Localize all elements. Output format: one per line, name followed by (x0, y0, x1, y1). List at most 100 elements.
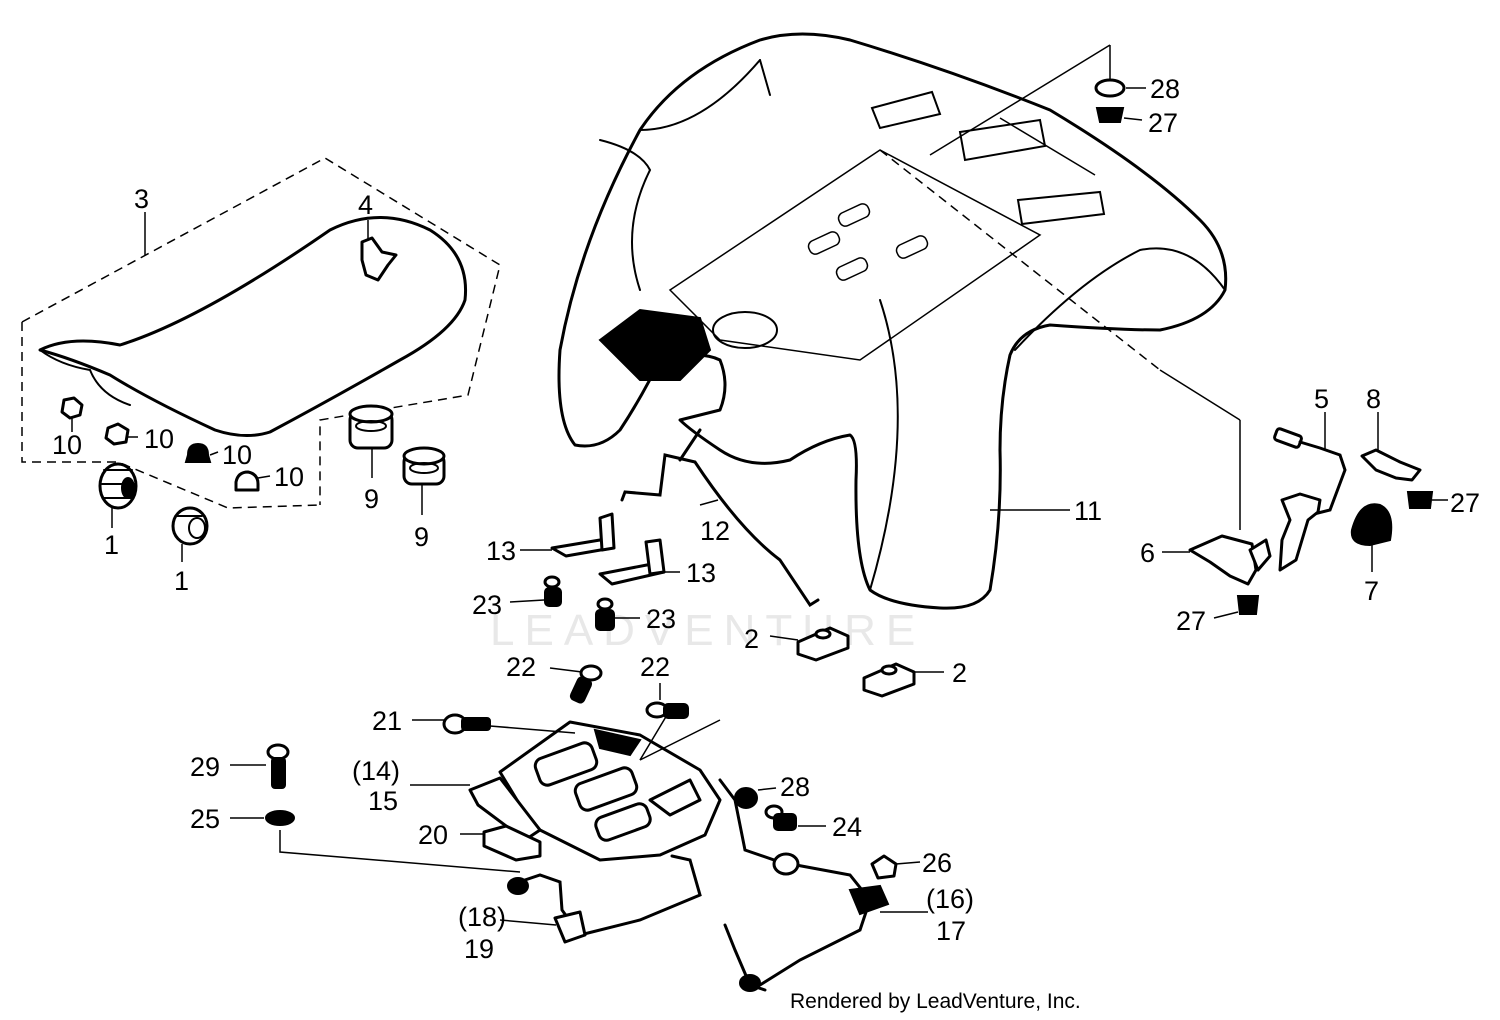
stay-19-end (507, 877, 529, 895)
callout-16: (16) (926, 884, 974, 914)
tray-slot-b (807, 231, 841, 255)
callout-28a: 28 (1150, 74, 1180, 104)
bracket-6 (1188, 534, 1258, 586)
callout-1a: 1 (104, 530, 119, 560)
bolt-22a (569, 664, 603, 704)
rear-fender-body (557, 32, 1228, 610)
callout-27a: 27 (1148, 108, 1178, 138)
cushion-9a (348, 404, 394, 450)
callout-20: 20 (418, 820, 448, 850)
washer-28b (734, 787, 758, 809)
tray-slot-c (895, 235, 929, 259)
callout-12: 12 (700, 516, 730, 546)
callout-11: 11 (1074, 496, 1102, 526)
callout-22b: 22 (640, 652, 670, 682)
callout-10b: 10 (144, 424, 174, 454)
leader-25-to-19 (279, 830, 521, 873)
leader-28b (757, 787, 777, 791)
seat-front-edge (39, 349, 131, 406)
leader-22-a (639, 719, 721, 761)
seat-cushion (38, 216, 468, 437)
leader-19 (499, 919, 557, 926)
callout-23b: 23 (646, 604, 676, 634)
fender-slot-b (958, 118, 1047, 162)
callout-2b: 2 (952, 658, 967, 688)
callout-17: 17 (936, 916, 966, 946)
grommet-10c (184, 442, 212, 463)
callout-23a: 23 (472, 590, 502, 620)
callout-10c: 10 (222, 440, 252, 470)
nut-27a (1095, 107, 1125, 123)
seat-group (21, 157, 501, 562)
callout-24: 24 (832, 812, 862, 842)
callout-14: (14) (352, 756, 400, 786)
fender-dark-cavity (598, 308, 712, 381)
grommet-10d (234, 470, 260, 492)
nut-27b (1406, 491, 1434, 509)
cushion-1b (171, 506, 209, 546)
callout-22a: 22 (506, 652, 536, 682)
seat-hook-4 (360, 236, 398, 282)
leader-28-27-c (999, 117, 1096, 176)
tray-slot-d (835, 257, 869, 281)
callout-1b: 1 (174, 566, 189, 596)
leader-10c (209, 451, 219, 456)
stay-19-foot (553, 910, 587, 944)
stay-rod-12-top (678, 428, 702, 462)
callout-27c: 27 (1176, 606, 1206, 636)
leader-26 (895, 861, 921, 865)
nut-27c (1236, 595, 1260, 615)
leader-2a (769, 635, 799, 641)
cushion-9b (402, 446, 446, 486)
seat-boundary-line (21, 157, 501, 505)
cushion-1a (98, 462, 138, 510)
fender-right-crease (869, 299, 899, 591)
grommet-10b (104, 422, 130, 446)
callout-18: (18) (458, 902, 506, 932)
clip-2a (796, 626, 850, 662)
bolt-23a (543, 575, 562, 607)
pad-20 (482, 824, 542, 862)
bolt-21 (442, 713, 491, 735)
fender-left-crease (599, 139, 652, 291)
leader-27a (1123, 117, 1143, 121)
callout-9a: 9 (364, 484, 379, 514)
stay-17-end (739, 974, 761, 992)
leader-12 (699, 499, 719, 506)
credit-text: Rendered by LeadVenture, Inc. (790, 990, 1081, 1013)
callout-21: 21 (372, 706, 402, 736)
stay-rod-12 (620, 453, 820, 608)
plate-8 (1360, 448, 1422, 482)
leader-23a (509, 599, 545, 603)
rod-5 (1273, 427, 1347, 517)
leader-28-27-a (929, 44, 1111, 156)
stay-17-mount (848, 884, 890, 916)
fender-slot-a (870, 90, 942, 130)
tray-round-hole (712, 311, 778, 349)
callout-15: 15 (368, 786, 398, 816)
callout-10d: 10 (274, 462, 304, 492)
callout-6: 6 (1140, 538, 1155, 568)
fender-tray-outline (668, 149, 1042, 361)
leader-10d (257, 475, 271, 479)
fender-left-ridge (639, 59, 761, 131)
stay-17-boss (772, 852, 800, 876)
callout-10a: 10 (52, 430, 82, 460)
leader-27c (1213, 611, 1239, 619)
callout-29: 29 (190, 752, 220, 782)
stay-17 (718, 778, 872, 987)
grommet-10a (60, 396, 84, 420)
callout-5: 5 (1314, 384, 1329, 414)
fender-right-ridge (1014, 247, 1226, 351)
callout-8: 8 (1366, 384, 1381, 414)
lever-5b (1278, 492, 1322, 572)
fender-line-to-6 (1159, 369, 1241, 421)
clip-2b (862, 662, 916, 698)
callout-26: 26 (922, 848, 952, 878)
leader-22a (549, 667, 583, 673)
rear-fender-group (557, 32, 1241, 610)
callout-13a: 13 (486, 536, 516, 566)
callout-19: 19 (464, 934, 494, 964)
fender-slot-c (1016, 190, 1106, 226)
spring-7 (1350, 503, 1393, 547)
